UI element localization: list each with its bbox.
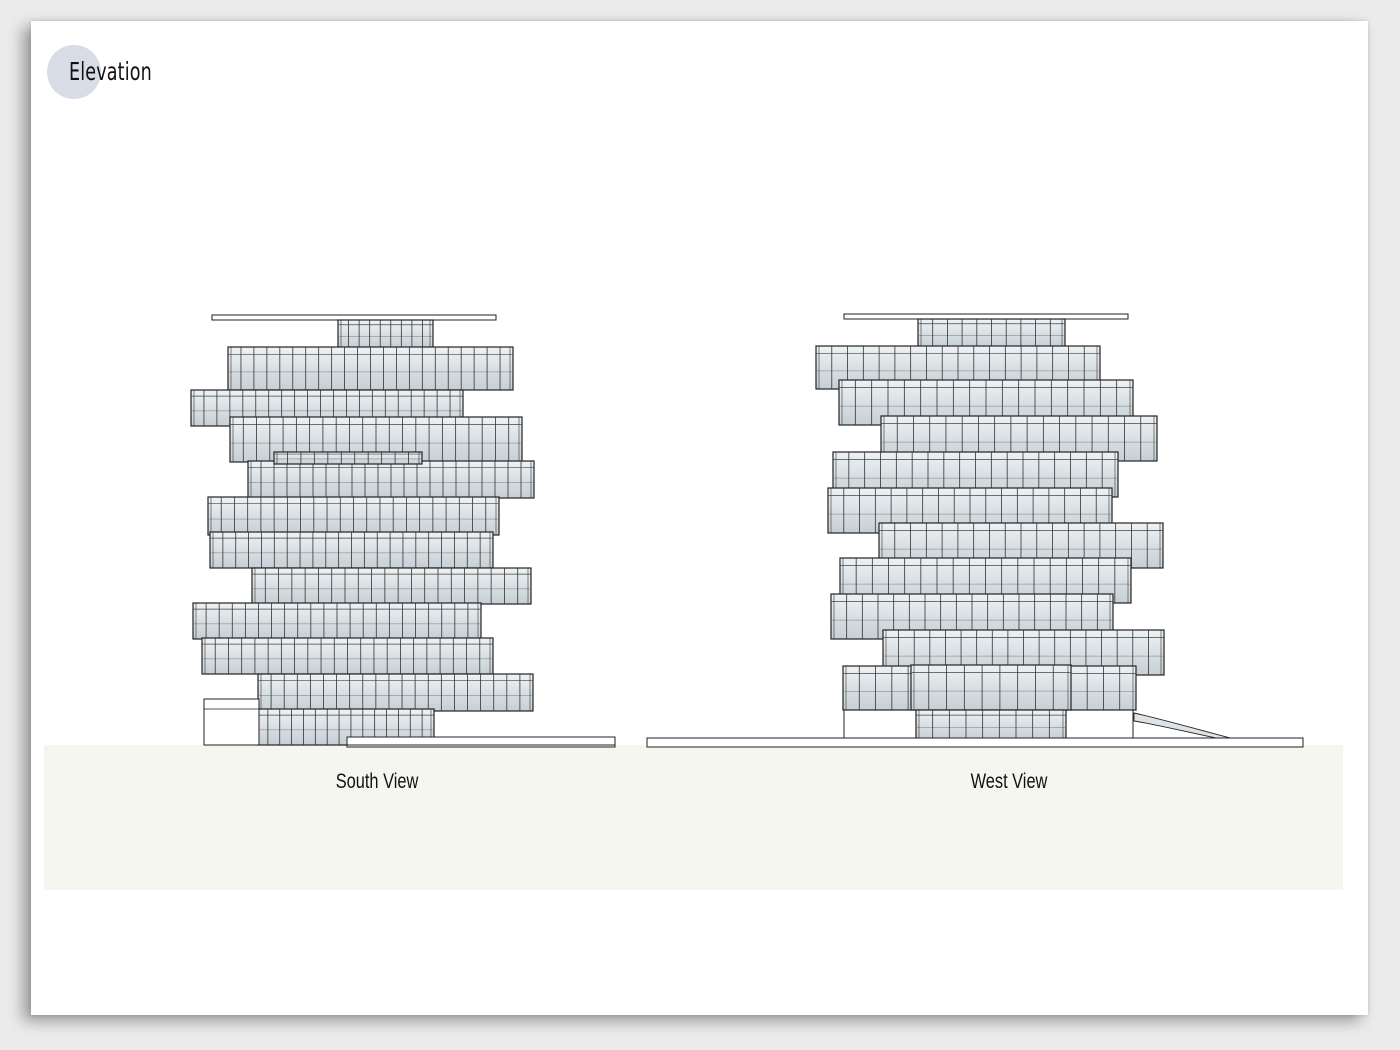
floor-block — [227, 346, 514, 391]
floor-block — [917, 318, 1066, 348]
floor-block — [201, 637, 494, 675]
roof-canopy — [843, 313, 1129, 320]
floor-slab — [337, 319, 434, 349]
floor-slab — [257, 673, 534, 712]
elevation-sheet: Elevation South View West View — [31, 21, 1368, 1015]
south-view-caption: South View — [335, 770, 419, 793]
page-title: Elevation — [69, 57, 152, 86]
west-view-caption: West View — [970, 770, 1048, 793]
floor-block — [337, 319, 434, 349]
annex-volume — [203, 698, 260, 746]
floor-block — [915, 709, 1067, 741]
floor-block — [257, 673, 534, 712]
floor-block — [209, 531, 494, 569]
floor-slab — [273, 451, 423, 465]
west-elevation-building — [646, 313, 1304, 748]
ramp — [1133, 712, 1235, 740]
elevation-drawings — [190, 313, 1304, 748]
floor-slab — [915, 709, 1067, 741]
title-circle-decoration — [47, 45, 101, 99]
floor-block — [192, 602, 482, 640]
floor-slab — [251, 567, 532, 605]
floor-block — [251, 567, 532, 605]
floor-block — [207, 496, 500, 536]
south-elevation-building — [190, 314, 616, 748]
ground-band — [44, 745, 1343, 890]
floor-slab — [910, 664, 1072, 711]
floor-block — [910, 664, 1072, 711]
ground-slab — [346, 736, 616, 748]
roof-canopy — [211, 314, 497, 321]
floor-block — [273, 451, 423, 465]
floor-block — [247, 460, 535, 499]
ground-slab — [646, 737, 1304, 748]
